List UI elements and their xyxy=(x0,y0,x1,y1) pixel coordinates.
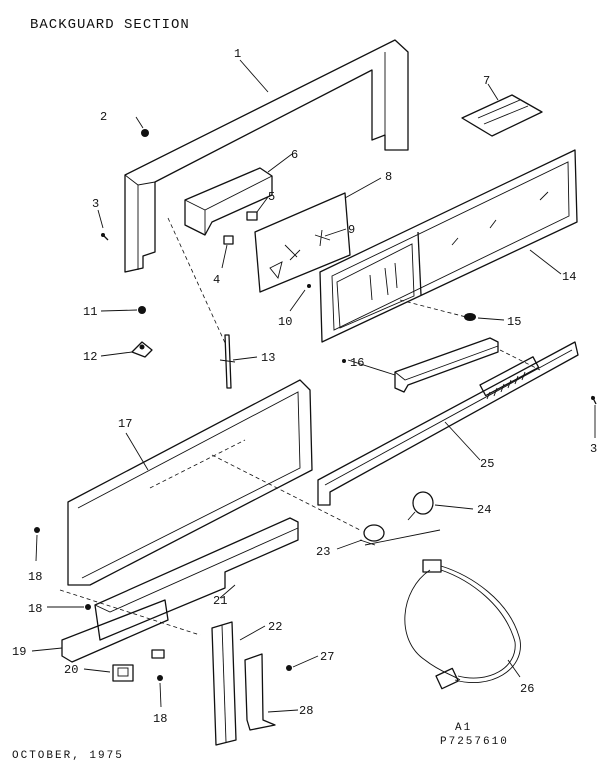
assembly-guide-lines xyxy=(59,217,541,636)
part-26-power-cord xyxy=(404,559,521,690)
callout-2: 2 xyxy=(100,110,107,124)
diagram-title: BACKGUARD SECTION xyxy=(30,17,190,33)
part-10-screw xyxy=(307,284,311,288)
callout-8: 8 xyxy=(385,170,392,184)
part-15-knob xyxy=(464,313,476,321)
reference-code-line-2: P7257610 xyxy=(440,736,509,748)
callout-24: 24 xyxy=(477,503,491,517)
part-18-screw-c xyxy=(157,675,163,681)
callout-15: 15 xyxy=(507,315,521,329)
part-8-clock-panel xyxy=(254,192,351,293)
part-3-screw-left xyxy=(101,233,109,241)
part-24-lamp-bulb xyxy=(407,491,434,521)
callout-25: 25 xyxy=(480,457,494,471)
callout-1: 1 xyxy=(234,47,241,61)
callout-28: 28 xyxy=(299,704,313,718)
callout-17: 17 xyxy=(118,417,132,431)
callout-3-right: 3 xyxy=(590,442,597,456)
part-22-rail xyxy=(211,621,237,746)
reference-code-line-1: A1 xyxy=(455,722,472,734)
part-11-nut xyxy=(138,306,146,314)
part-18-screw-b xyxy=(85,604,91,610)
part-2-nut xyxy=(141,129,149,137)
callout-14: 14 xyxy=(562,270,576,284)
callout-22: 22 xyxy=(268,620,282,634)
part-28-bracket xyxy=(244,653,276,731)
part-16-handle xyxy=(342,337,499,393)
part-4-clip xyxy=(223,235,234,245)
callout-9: 9 xyxy=(348,223,355,237)
part-18-clip-small xyxy=(151,649,165,659)
part-25-control-strip xyxy=(317,341,579,506)
callout-18-b: 18 xyxy=(28,602,42,616)
callout-10: 10 xyxy=(278,315,292,329)
part-17-rear-panel xyxy=(67,379,313,586)
callout-20: 20 xyxy=(64,663,78,677)
callout-13: 13 xyxy=(261,351,275,365)
callout-numbers: 1 2 3 4 5 6 7 8 9 10 11 12 13 14 15 16 1… xyxy=(12,47,597,726)
part-7-label-plate xyxy=(461,94,543,137)
callout-5: 5 xyxy=(268,190,275,204)
part-5-clip xyxy=(246,211,258,221)
callout-23: 23 xyxy=(316,545,330,559)
part-6-bracket xyxy=(184,167,273,236)
part-19-end-trim xyxy=(61,599,169,663)
callout-4: 4 xyxy=(213,273,220,287)
part-3-screw-right xyxy=(591,395,597,405)
callout-18-c: 18 xyxy=(153,712,167,726)
footer-date: OCTOBER, 1975 xyxy=(12,750,124,762)
callout-16: 16 xyxy=(350,356,364,370)
callout-3-left: 3 xyxy=(92,197,99,211)
part-27-nut xyxy=(286,665,292,671)
callout-7: 7 xyxy=(483,74,490,88)
callout-19: 19 xyxy=(12,645,26,659)
callout-12: 12 xyxy=(83,350,97,364)
callout-6: 6 xyxy=(291,148,298,162)
part-12-clip xyxy=(131,341,153,358)
part-20-switch xyxy=(112,664,134,682)
part-18-screw-a xyxy=(34,527,40,533)
part-23-lamp-socket xyxy=(359,524,441,546)
callout-21: 21 xyxy=(213,594,227,608)
callout-leaders xyxy=(31,59,596,713)
part-14-window-panel xyxy=(319,149,578,343)
part-21-channel xyxy=(94,517,299,641)
callout-11: 11 xyxy=(83,305,97,319)
callout-18-a: 18 xyxy=(28,570,42,584)
callout-26: 26 xyxy=(520,682,534,696)
part-13-bracket-rod xyxy=(219,334,236,389)
part-1-backguard-housing xyxy=(124,39,409,273)
callout-27: 27 xyxy=(320,650,334,664)
